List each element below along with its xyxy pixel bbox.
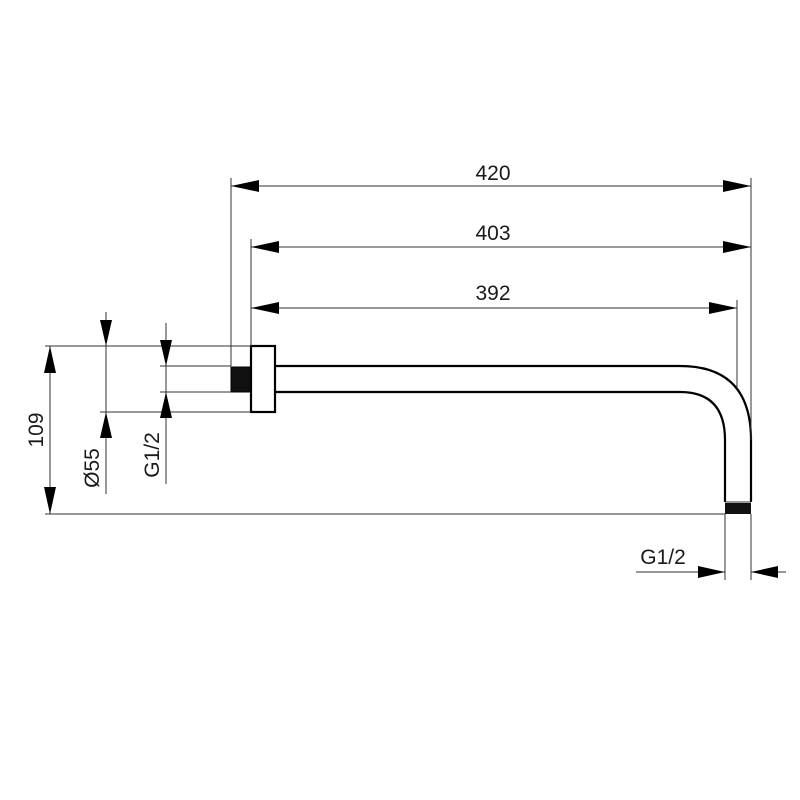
flange [249, 344, 277, 414]
dimension-diameter-55-label: Ø55 [81, 448, 104, 488]
dimension-392: 392 [251, 282, 737, 314]
dimension-403: 403 [251, 222, 751, 253]
dimension-109-label: 109 [25, 412, 48, 447]
dimension-403-label: 403 [475, 222, 510, 245]
pipe-outer [275, 364, 753, 502]
dimension-diameter-55: Ø55 [81, 312, 112, 494]
dimension-420: 420 [231, 162, 751, 192]
outlet-thread [725, 503, 751, 514]
pipe-inner [275, 390, 727, 502]
dimension-wall-thread: G1/2 [141, 323, 172, 484]
wall-thread [230, 366, 252, 393]
dimension-outlet-thread: G1/2 [636, 546, 786, 578]
dimension-420-label: 420 [475, 162, 510, 185]
dimension-outlet-thread-label: G1/2 [640, 546, 686, 569]
extension-lines [45, 178, 752, 580]
dimension-109: 109 [25, 346, 56, 514]
dimension-392-label: 392 [475, 282, 510, 305]
dimension-wall-thread-label: G1/2 [141, 432, 164, 478]
shower-arm [230, 344, 753, 514]
